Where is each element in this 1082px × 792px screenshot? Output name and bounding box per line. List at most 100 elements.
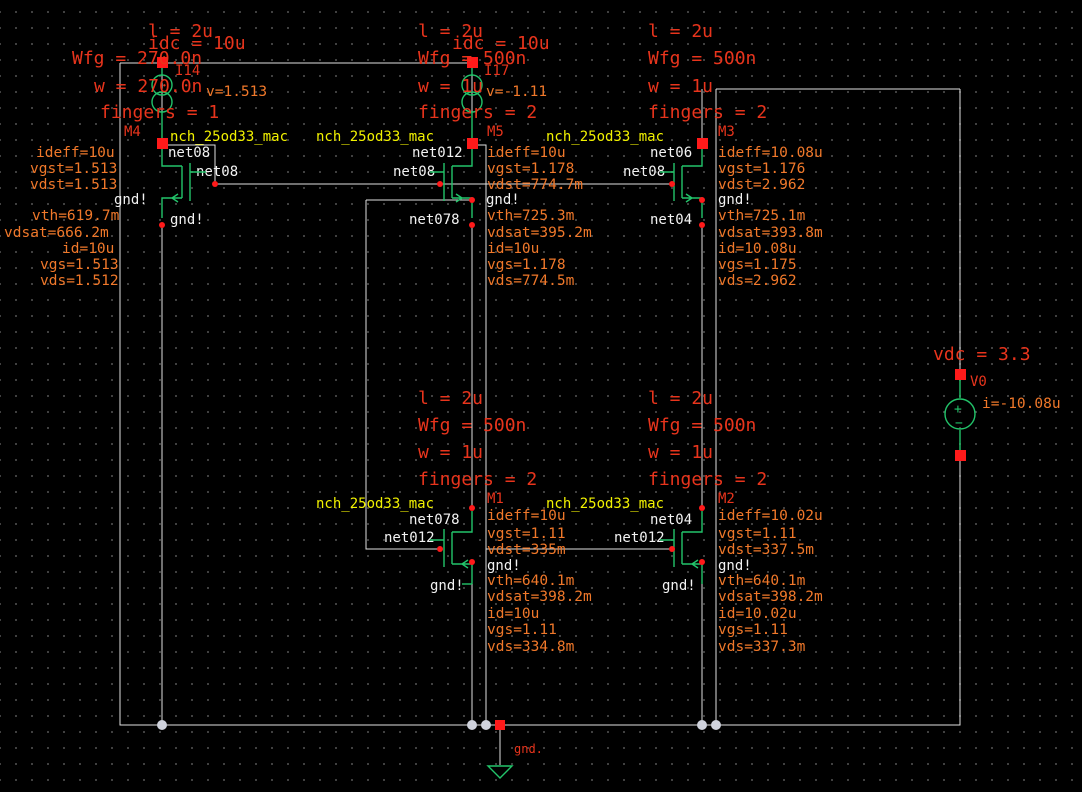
pin (157, 138, 168, 149)
device-param: fingers = 2 (418, 469, 537, 490)
device-cell-name: nch_25od33_mac (316, 496, 434, 512)
device-param: w = 1u (648, 442, 713, 463)
op-point: id=10u (487, 241, 539, 257)
source-param: idc = 10u (452, 33, 550, 54)
device-param: l = 2u (648, 21, 713, 42)
transistor-m4[interactable]: l = 2u Wfg = 270.0n w = 270.0n fingers =… (4, 21, 288, 289)
net-label: net08 (196, 164, 238, 180)
op-point: id=10.02u (718, 606, 797, 622)
op-point: vgst=1.513 (30, 161, 117, 177)
voltage-source-icon (944, 398, 976, 430)
net-label: net078 (409, 512, 460, 528)
op-point: vgs=1.11 (718, 622, 788, 638)
device-param: w = 1u (418, 442, 483, 463)
pin (955, 450, 966, 461)
op-point: gnd! (718, 558, 752, 574)
junction-dot (481, 720, 491, 730)
source-name: V0 (970, 374, 987, 390)
transistor-m1[interactable]: l = 2u Wfg = 500n w = 1u fingers = 2 M1 … (316, 388, 592, 655)
device-name: M1 (487, 491, 504, 507)
op-point: vdsat=398.2m (718, 589, 823, 605)
net-label: net012 (384, 530, 435, 546)
transistor-m3[interactable]: l = 2u Wfg = 500n w = 1u fingers = 2 M3 … (546, 21, 823, 289)
op-point: vgs=1.513 (40, 257, 119, 273)
source-name: I14 (175, 63, 200, 79)
device-param: Wfg = 500n (648, 415, 756, 436)
device-name: M4 (124, 124, 141, 140)
op-point: vgs=1.175 (718, 257, 797, 273)
device-cell-name: nch_25od33_mac (316, 129, 434, 145)
source-param: idc = 10u (148, 33, 246, 54)
source-op-annotation: i=-10.08u (982, 396, 1061, 412)
device-param: l = 2u (648, 388, 713, 409)
op-point: vds=774.5m (487, 273, 575, 289)
op-point: vgst=1.176 (718, 161, 805, 177)
source-name: I17 (484, 63, 509, 79)
op-point: vds=1.512 (40, 273, 119, 289)
junction-dot (157, 720, 167, 730)
junction-dots (157, 720, 721, 730)
device-param: fingers = 2 (418, 102, 537, 123)
op-point: vds=334.8m (487, 639, 575, 655)
pin (697, 138, 708, 149)
device-param: Wfg = 500n (418, 415, 526, 436)
voltage-source-v0[interactable]: + − vdc = 3.3 V0 i=-10.08u (933, 344, 1061, 461)
transistor-m2[interactable]: l = 2u Wfg = 500n w = 1u fingers = 2 M2 … (546, 388, 823, 655)
device-name: M5 (487, 124, 504, 140)
op-point: ideff=10u (487, 508, 566, 524)
wire-net012-gate[interactable] (365, 200, 440, 550)
op-point: ideff=10.08u (718, 145, 823, 161)
device-param: Wfg = 500n (648, 48, 756, 69)
svg-text:+: + (954, 402, 962, 417)
nmos-icon (161, 149, 206, 218)
current-source-i17[interactable]: idc = 10u I17 v=-1.11 (452, 33, 550, 138)
op-point: vds=337.3m (718, 639, 806, 655)
op-point: vgst=1.11 (718, 526, 797, 542)
device-name: M3 (718, 124, 735, 140)
op-point: id=10.08u (718, 241, 797, 257)
op-point: id=10u (487, 606, 539, 622)
device-param: fingers = 1 (100, 102, 219, 123)
bulk-label: gnd! (718, 192, 752, 208)
source-param: vdc = 3.3 (933, 344, 1031, 365)
op-point: vgst=1.11 (487, 526, 566, 542)
op-point: id=10u (62, 241, 114, 257)
device-param: l = 2u (418, 388, 483, 409)
op-point: ideff=10.02u (718, 508, 823, 524)
op-point: vth=640.1m (718, 573, 806, 589)
device-param: fingers = 2 (648, 102, 767, 123)
device-param: Wfg = 500n (418, 48, 526, 69)
pin (157, 57, 168, 68)
device-param: w = 270.0n (94, 76, 202, 97)
op-point: vdst=335m (487, 542, 566, 558)
device-param: l = 2u (418, 21, 483, 42)
net-label: net08 (393, 164, 435, 180)
op-point: gnd! (114, 192, 148, 208)
bulk-label: gnd! (662, 578, 696, 594)
device-cell-name: nch_25od33_mac (170, 129, 288, 145)
current-source-i14[interactable]: idc = 10u I14 v=1.513 (148, 33, 267, 138)
net-label: net04 (650, 512, 692, 528)
op-point: vgs=1.178 (487, 257, 566, 273)
transistor-m5[interactable]: l = 2u Wfg = 500n w = 1u fingers = 2 M5 … (316, 21, 592, 289)
device-param: w = 1u (648, 76, 713, 97)
op-point: ideff=10u (487, 145, 566, 161)
op-point: gnd! (487, 558, 521, 574)
ground-triangle-icon (486, 765, 514, 779)
device-param: fingers = 2 (648, 469, 767, 490)
op-point: vgs=1.11 (487, 622, 557, 638)
op-point: vdst=1.513 (30, 177, 117, 193)
device-param: Wfg = 270.0n (72, 48, 202, 69)
net-label: net06 (650, 145, 692, 161)
op-point: vgst=1.178 (487, 161, 574, 177)
op-point: vdst=774.7m (487, 177, 583, 193)
ground-symbol[interactable]: gnd. (486, 720, 543, 779)
source-op-annotation: v=1.513 (206, 84, 267, 100)
op-point: ideff=10u (36, 145, 115, 161)
op-point: vdsat=398.2m (487, 589, 592, 605)
wire-net08-diode[interactable] (162, 144, 216, 184)
wire-outer-loop[interactable] (119, 63, 961, 726)
op-point: vdst=2.962 (718, 177, 805, 193)
